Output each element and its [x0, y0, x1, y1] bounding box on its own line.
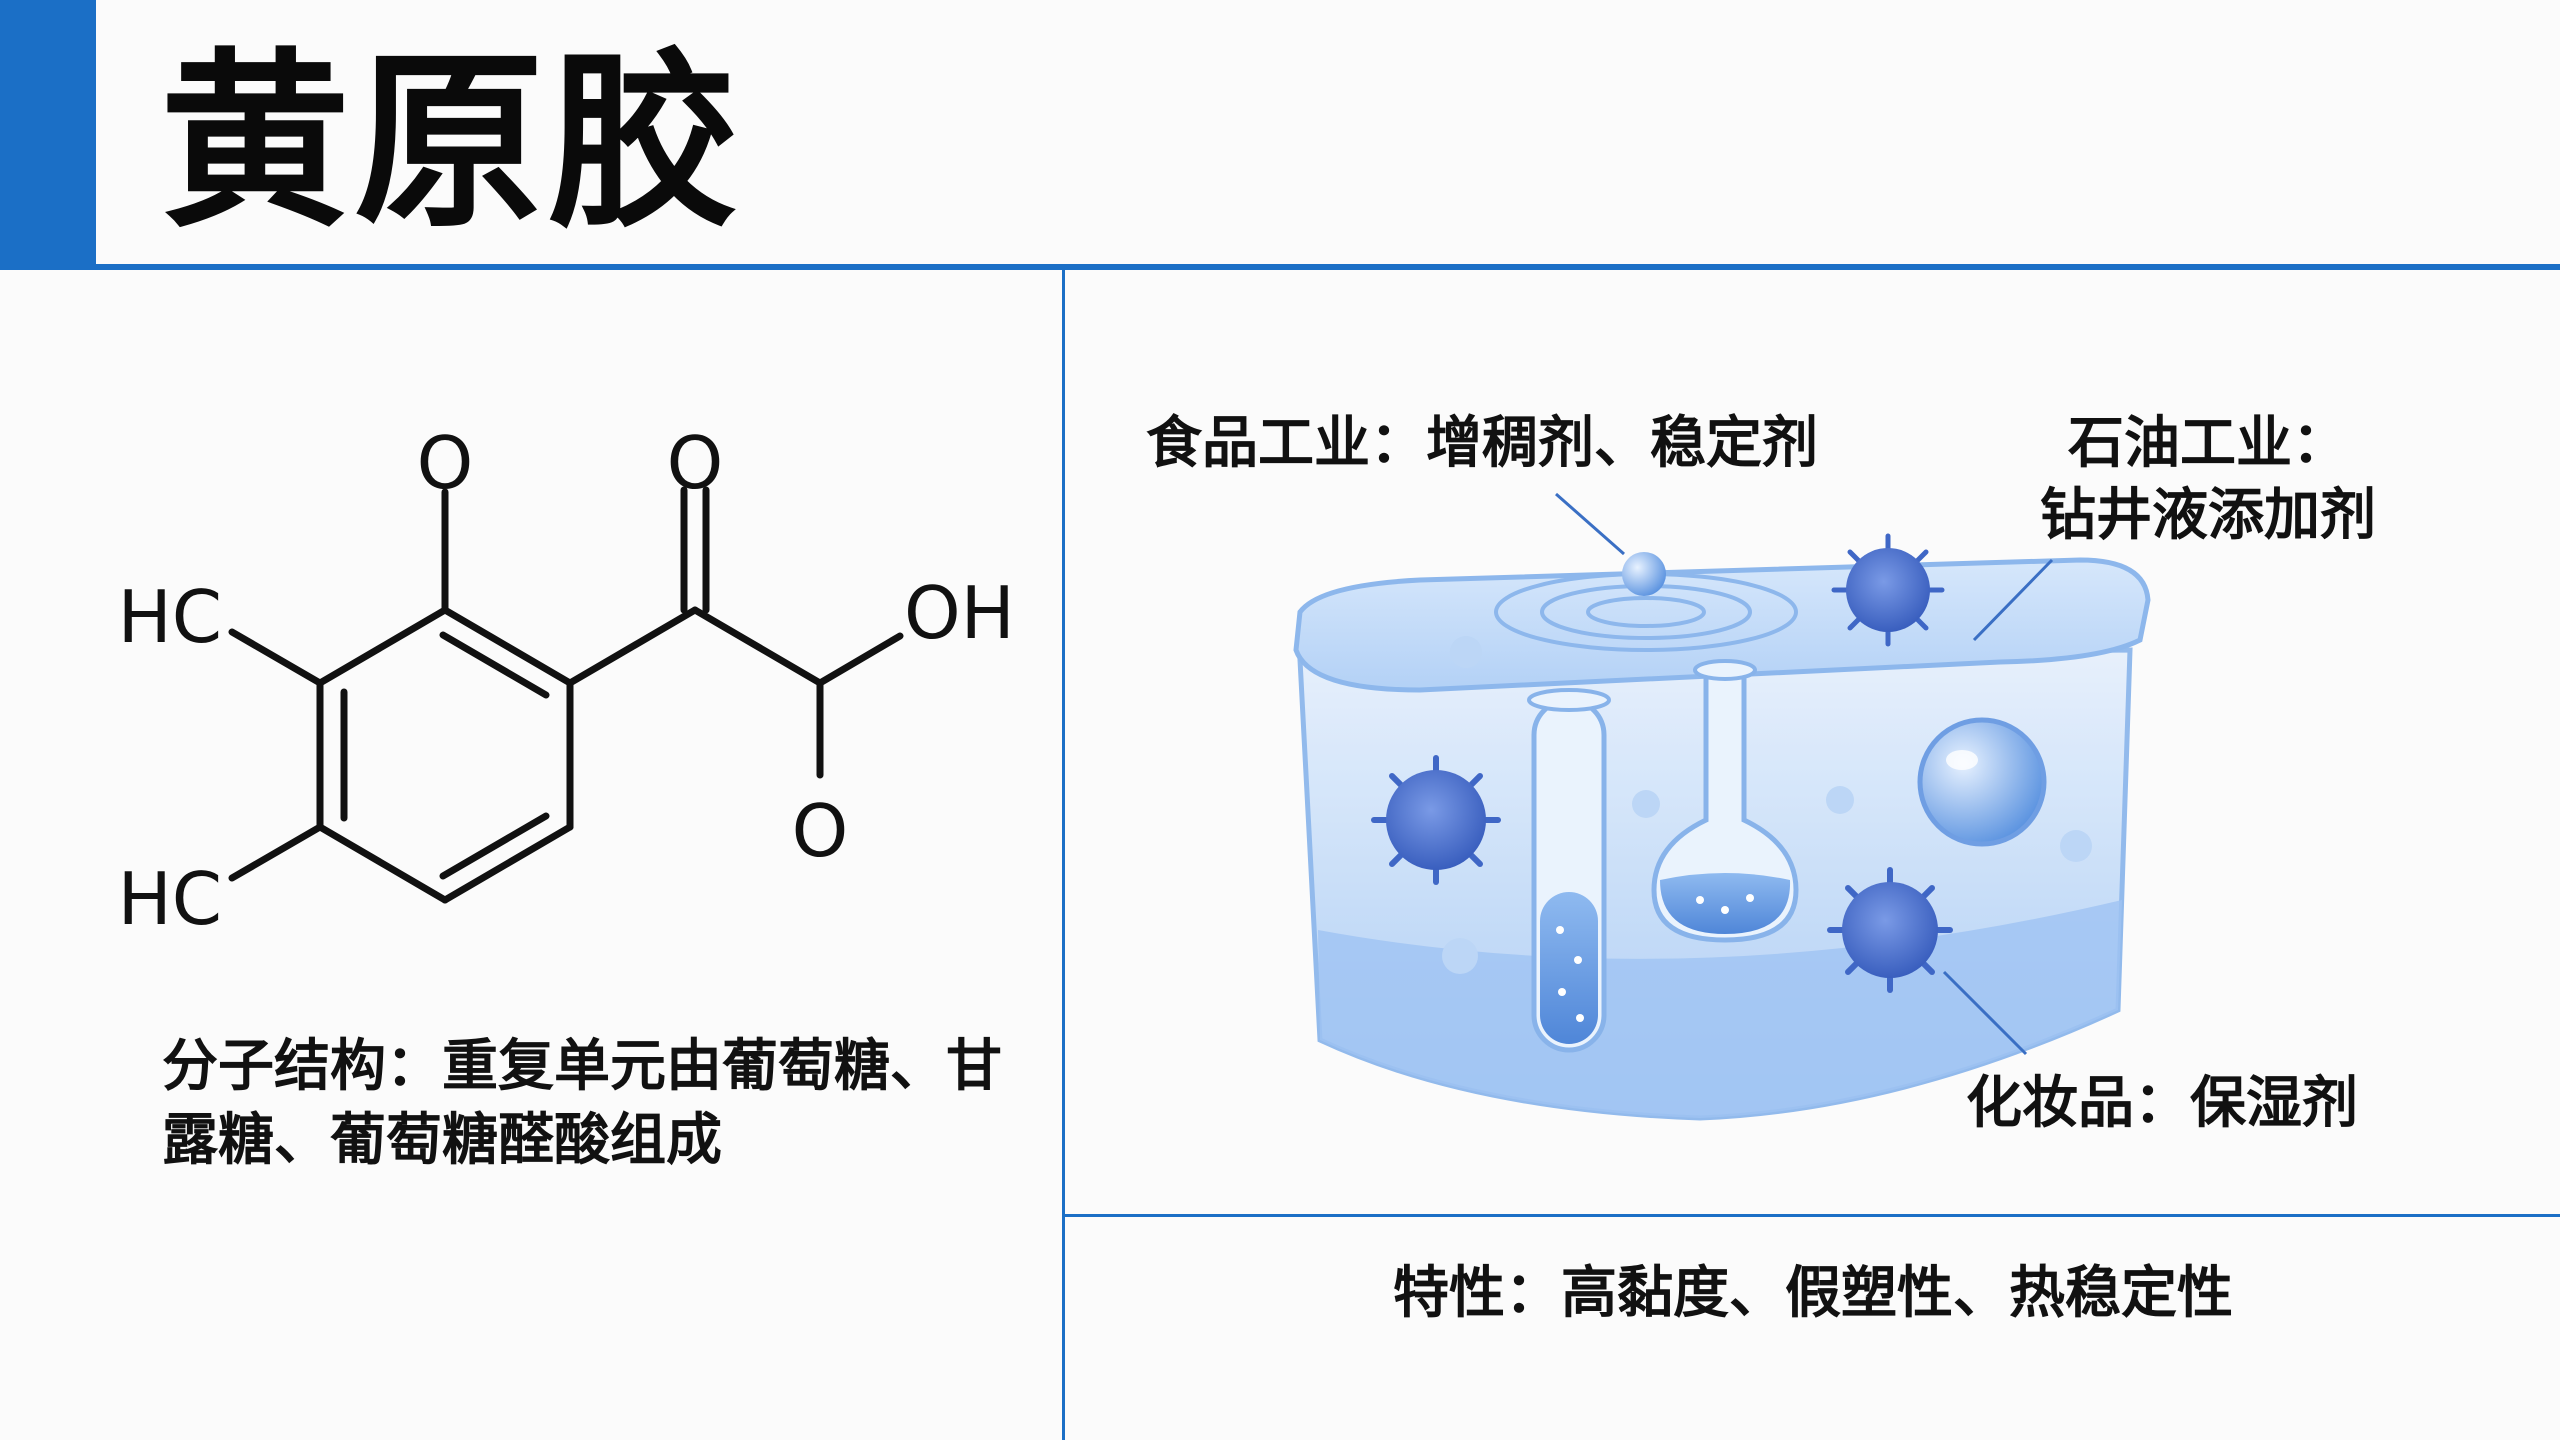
oil-industry-label-line2: 钻井液添加剂 — [2040, 483, 2376, 548]
right-panel-divider — [1062, 1214, 2560, 1217]
structure-caption-line1: 分子结构：重复单元由葡萄糖、甘 — [162, 1034, 1002, 1099]
header-accent-bar — [0, 0, 96, 268]
oil-industry-label-line1: 石油工业： — [2068, 411, 2348, 476]
structure-caption-line2: 露糖、葡萄糖醛酸组成 — [162, 1108, 722, 1173]
microbe-icon — [1827, 867, 1953, 993]
food-industry-label: 食品工业：增稠剂、稳定剂 — [1146, 411, 1818, 476]
properties-caption: 特性：高黏度、假塑性、热稳定性 — [1393, 1261, 2233, 1326]
header-divider — [0, 264, 2560, 270]
atom-label: O — [417, 421, 474, 505]
cosmetics-label: 化妆品：保湿剂 — [1966, 1071, 2358, 1136]
oil-leader-line — [1972, 558, 2054, 642]
oil-industry-label: 石油工业： 钻井液添加剂 — [2040, 408, 2376, 552]
tank-illustration — [1293, 492, 2151, 1121]
cosmetics-leader-line — [1942, 970, 2028, 1056]
atom-label: OH — [904, 571, 1015, 655]
atom-label: O — [792, 789, 849, 873]
food-leader-line — [1555, 492, 1625, 556]
atom-label: HC — [118, 575, 222, 659]
atom-label: HC — [118, 857, 222, 941]
page-title: 黄原胶 — [160, 32, 743, 253]
atom-label: O — [667, 421, 724, 505]
microbe-icon — [1371, 755, 1501, 885]
molecule-structure: O O HC OH O HC — [118, 421, 1015, 941]
column-divider — [1062, 270, 1065, 1440]
microbe-icon — [1831, 533, 1945, 647]
structure-caption: 分子结构：重复单元由葡萄糖、甘 露糖、葡萄糖醛酸组成 — [162, 1030, 1022, 1178]
